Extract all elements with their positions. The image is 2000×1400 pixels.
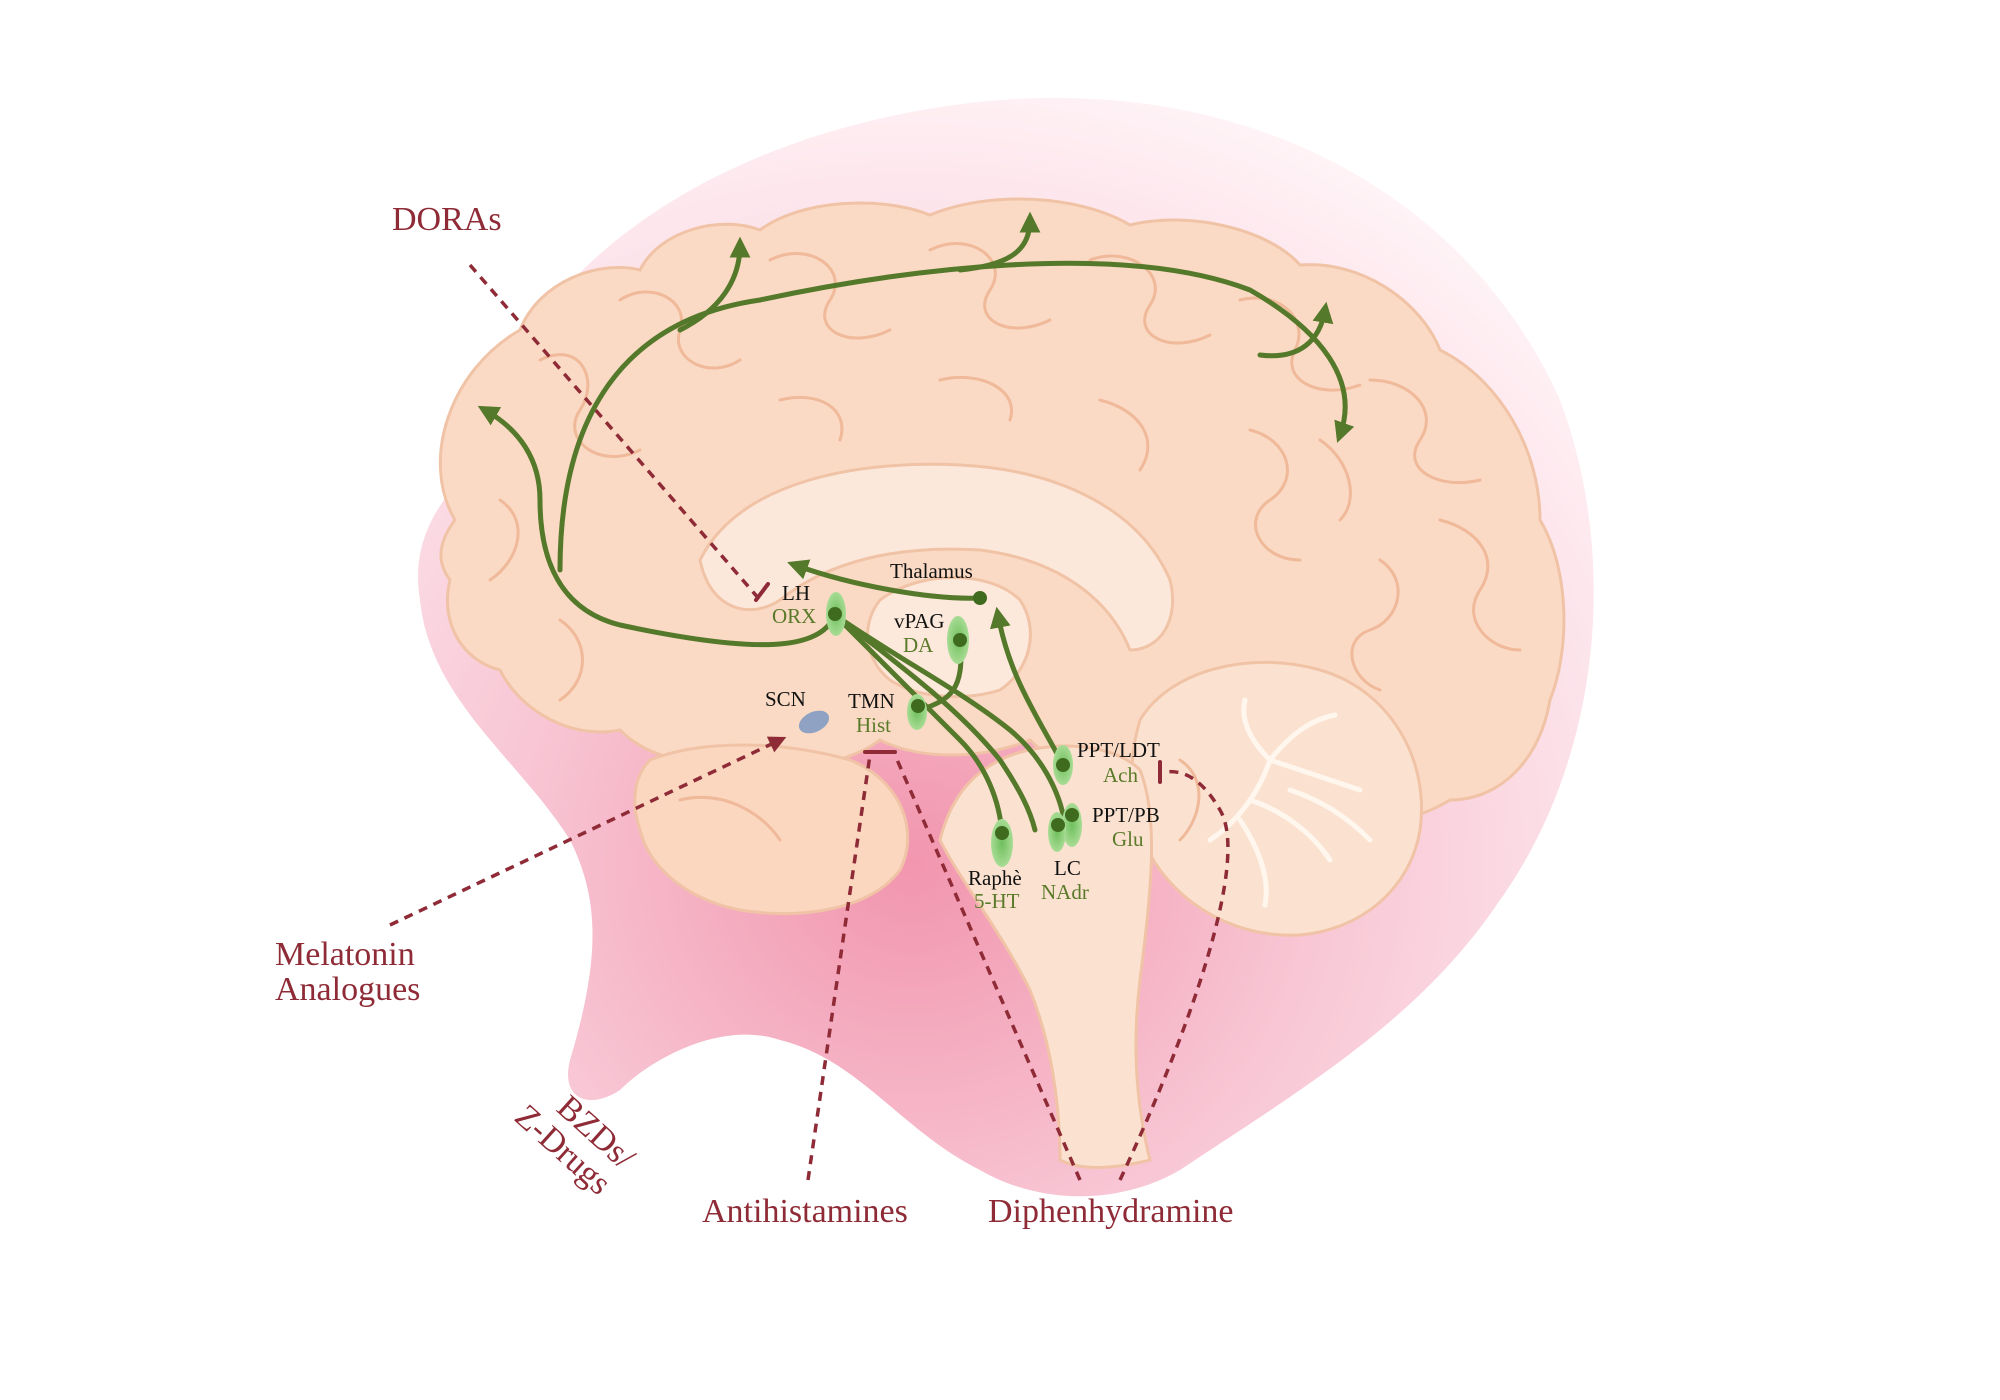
label-lc: LC: [1054, 856, 1081, 880]
drug-lines: [389, 263, 1230, 1181]
label-melatonin-1: Melatonin: [275, 936, 415, 973]
label-ach: Ach: [1103, 763, 1138, 787]
label-lh: LH: [782, 581, 810, 605]
label-orx: ORX: [772, 604, 816, 628]
label-antihistamines: Antihistamines: [702, 1193, 908, 1230]
label-ppt-ldt: PPT/LDT: [1077, 738, 1160, 762]
arbor-vitae: [1207, 697, 1373, 908]
label-doras: DORAs: [392, 201, 502, 238]
label-da: DA: [903, 633, 934, 657]
label-melatonin-2: Analogues: [275, 971, 420, 1008]
label-5ht: 5-HT: [974, 889, 1020, 913]
inhibition-bars: [754, 582, 1162, 784]
lc-nucleus: [1048, 812, 1066, 852]
nuclei: [798, 591, 1082, 867]
corpus-callosum: [698, 462, 1175, 652]
label-bzds: BZDs/ Z-Drugs: [508, 1088, 643, 1202]
label-ppt-pb: PPT/PB: [1092, 803, 1160, 827]
label-glu: Glu: [1112, 827, 1144, 851]
label-thalamus: Thalamus: [890, 559, 973, 583]
label-hist: Hist: [856, 713, 891, 737]
label-diphenhydramine: Diphenhydramine: [988, 1193, 1234, 1230]
region-labels: LH ORX Thalamus vPAG DA SCN TMN Hist PPT…: [765, 559, 1160, 913]
label-vpag: vPAG: [894, 609, 945, 633]
scn-nucleus: [798, 710, 830, 734]
label-nadr: NAdr: [1041, 880, 1089, 904]
label-tmn: TMN: [848, 689, 895, 713]
label-raphe: Raphè: [968, 866, 1022, 890]
cerebellum: [1130, 660, 1423, 937]
label-scn: SCN: [765, 687, 806, 711]
arousal-pathways: [477, 211, 1355, 838]
